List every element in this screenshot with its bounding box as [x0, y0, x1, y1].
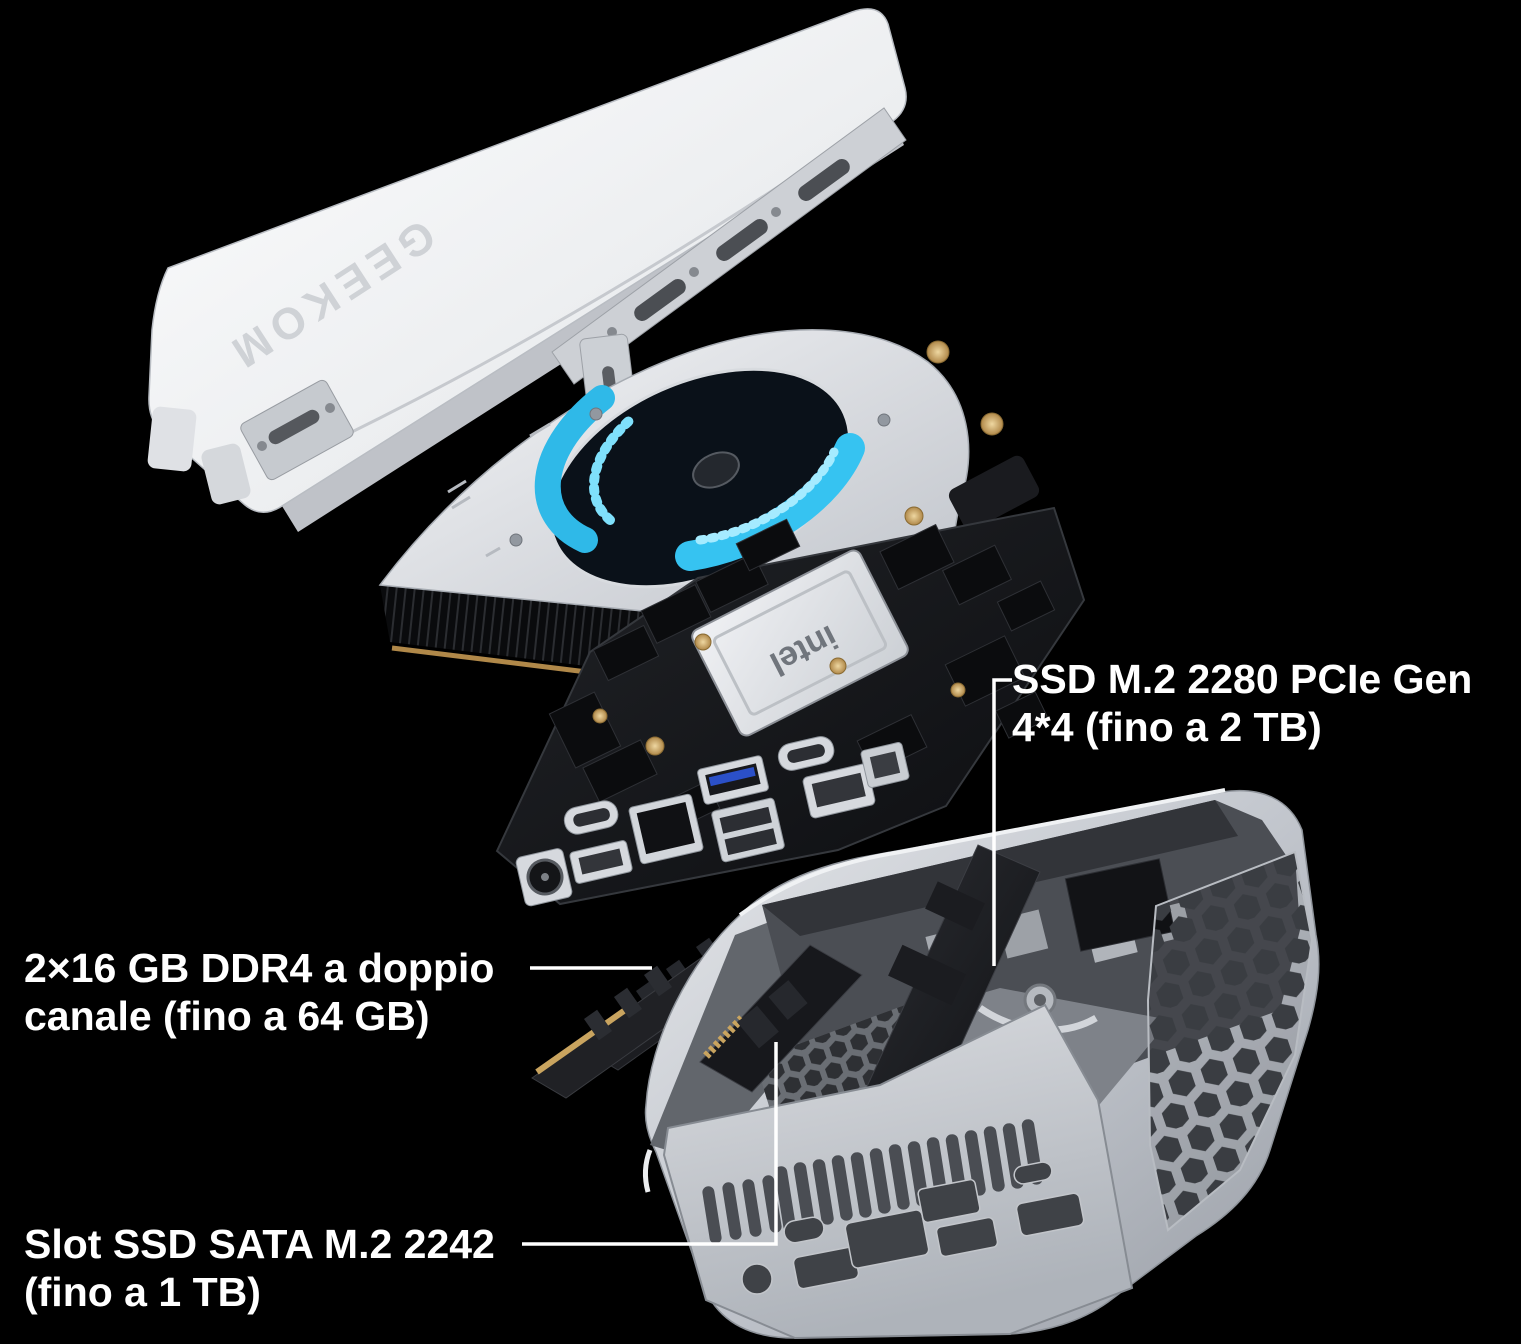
interior-screw [1034, 994, 1046, 1006]
power-jack-cutout [741, 1263, 773, 1295]
bottom-case-front [642, 788, 1314, 1340]
leader-lines [522, 678, 1012, 1246]
fan-hub [692, 451, 740, 489]
io-ports [515, 736, 910, 907]
case-port-cutouts [741, 1161, 1085, 1295]
top-cover: GEEKOM [147, 8, 907, 532]
small-stadium-cutout [783, 1216, 825, 1244]
usb-c-port-right [777, 736, 835, 771]
usb-cutout-lower [935, 1216, 999, 1258]
fan-engraved-marks [447, 422, 551, 558]
case-rim-highlight [738, 788, 1226, 917]
cpu-plate: intel [691, 549, 909, 737]
case-side-hex-vents [1146, 850, 1314, 1232]
hdmi-port-right [802, 763, 876, 819]
annotation-line: (fino a 1 TB) [24, 1269, 261, 1315]
annotation-ram-ddr4: 2×16 GB DDR4 a doppio canale (fino a 64 … [24, 944, 494, 1040]
annotation-line: 4*4 (fino a 2 TB) [1012, 704, 1322, 750]
usb-cutout-square [844, 1209, 930, 1269]
annotation-line: 2×16 GB DDR4 a doppio [24, 945, 495, 991]
fan-blades-accent [534, 385, 865, 571]
annotation-line: Slot SSD SATA M.2 2242 [24, 1221, 495, 1267]
ethernet-port [628, 793, 704, 865]
usb-a-port-blue [697, 755, 769, 805]
usb-c-port-left [563, 800, 619, 835]
brass-standoffs [904, 340, 1004, 526]
ssd-sata-2242 [699, 944, 863, 1093]
power-jack [515, 848, 573, 907]
annotation-ssd-sata-2242: Slot SSD SATA M.2 2242 (fino a 1 TB) [24, 1220, 495, 1316]
hdmi-cutout-right [1015, 1192, 1085, 1237]
port-shield-tab [860, 742, 910, 788]
usb-cutout-upper [917, 1178, 981, 1224]
leader-ssd-2280 [992, 678, 1012, 966]
top-cover-panel [148, 8, 907, 513]
usb-a-port-stack [711, 797, 785, 863]
motherboard: intel [495, 506, 1086, 907]
cover-feet-brackets [147, 379, 354, 505]
annotation-line: SSD M.2 2280 PCIe Gen [1012, 656, 1473, 702]
pcb-standoffs [592, 633, 966, 756]
interior-port-block [1064, 858, 1176, 952]
leader-sata-2242 [522, 1042, 778, 1246]
annotation-ssd-m2-2280: SSD M.2 2280 PCIe Gen 4*4 (fino a 2 TB) [1012, 655, 1472, 751]
hdmi-port-left [569, 840, 633, 884]
vent-slot-cutout [1013, 1161, 1053, 1185]
case-left-lip-highlight [642, 1149, 653, 1193]
annotation-line: canale (fino a 64 GB) [24, 993, 430, 1039]
fan-side-bracket [948, 455, 1040, 531]
